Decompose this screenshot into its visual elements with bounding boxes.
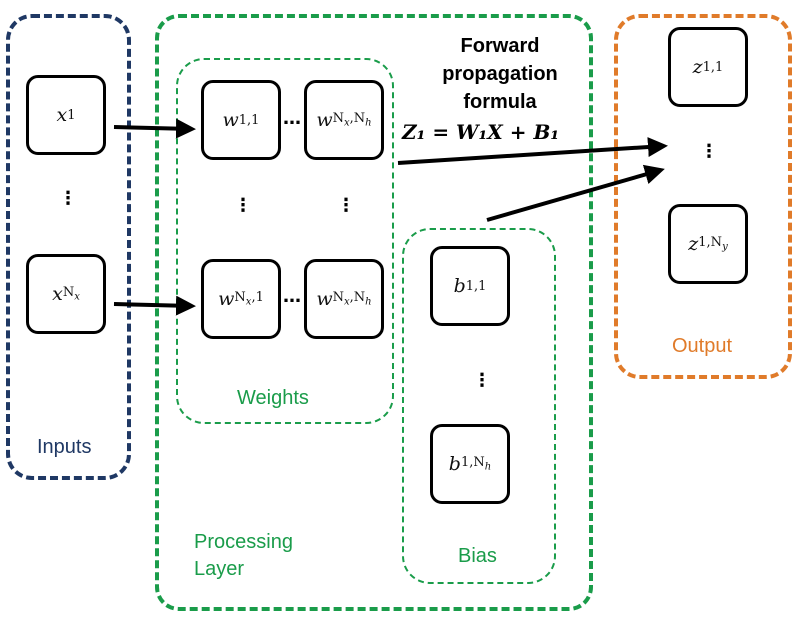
node-subscript: 1,Nh <box>460 455 492 473</box>
weights-region <box>176 58 394 424</box>
bias-label: Bias <box>458 545 497 567</box>
bias-vertical-ellipsis: ⋮ <box>473 370 491 391</box>
arrow-weights-to-output <box>397 137 668 165</box>
node-symbol: x <box>52 283 63 305</box>
processing-layer-region <box>155 14 593 611</box>
weights-row1-horizontal-ellipsis: … <box>283 108 301 129</box>
node-subscript: 1,1 <box>238 112 260 128</box>
node-symbol: z <box>692 56 703 78</box>
forward-formula: Z₁ = W₁X + B₁ <box>402 120 560 144</box>
node-symbol: w <box>316 109 333 131</box>
node-subscript: Nx <box>62 285 80 303</box>
inputs-label: Inputs <box>37 436 92 458</box>
arrow-xNx-to-wNx1 <box>113 295 196 316</box>
node-symbol: w <box>222 109 239 131</box>
node-symbol: b <box>453 275 466 297</box>
inputs-region <box>6 14 131 480</box>
weights-col1-vertical-ellipsis: ⋮ <box>234 195 252 216</box>
bias-region <box>402 228 556 584</box>
processing-layer-label: Processing Layer <box>194 531 293 580</box>
weights-row2-horizontal-ellipsis: … <box>283 286 301 307</box>
node-symbol: w <box>218 288 235 310</box>
weights-label: Weights <box>237 387 309 409</box>
weights-col2-vertical-ellipsis: ⋮ <box>337 195 355 216</box>
node-subscript: Nx,Nh <box>332 111 372 129</box>
node-symbol: x <box>56 104 68 126</box>
node-subscript: 1,1 <box>465 278 487 294</box>
node-symbol: b <box>448 453 461 475</box>
node-subscript: Nx,1 <box>234 290 264 308</box>
inputs-vertical-ellipsis: ⋮ <box>59 188 77 209</box>
output-label: Output <box>672 335 733 357</box>
outputs-vertical-ellipsis: ⋮ <box>700 141 718 162</box>
node-symbol: w <box>316 288 333 310</box>
node-subscript: 1,Ny <box>698 235 728 253</box>
node-subscript: 1,1 <box>702 59 724 75</box>
node-symbol: z <box>688 233 699 255</box>
node-subscript: 1 <box>67 107 76 123</box>
node-subscript: Nx,Nh <box>332 290 372 308</box>
output-region <box>614 14 792 379</box>
arrow-bias-to-output <box>486 164 665 222</box>
arrow-x1-to-w11 <box>113 118 196 139</box>
diagram-title: Forward propagation formula <box>442 35 558 113</box>
